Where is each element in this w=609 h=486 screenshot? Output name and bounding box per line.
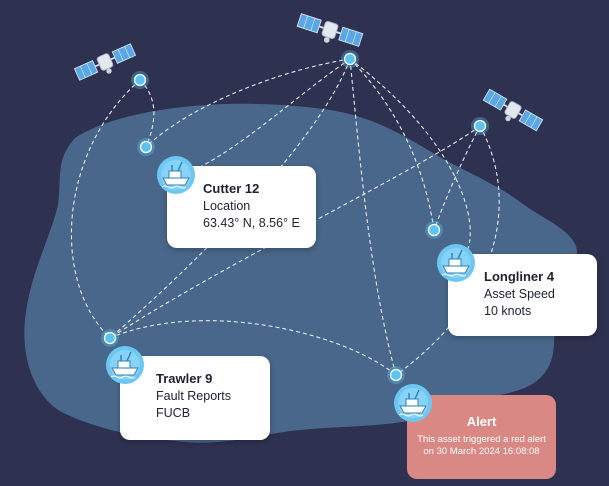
relay-nodes: [101, 50, 489, 384]
relay-node: [471, 117, 489, 135]
asset-name: Cutter 12: [203, 181, 260, 196]
asset-value: FUCB: [156, 406, 191, 420]
asset-value: 10 knots: [484, 304, 532, 318]
relay-node: [137, 138, 155, 156]
alert-message: This asset triggered a red alert on 30 M…: [417, 434, 546, 457]
link-line: [70, 79, 141, 339]
ship-icon: [156, 155, 196, 195]
asset-label: Fault Reports: [156, 389, 232, 403]
link-line: [395, 125, 500, 376]
asset-label: Asset Speed: [484, 287, 555, 301]
link-line: [139, 79, 155, 148]
alert-title: Alert: [466, 414, 497, 429]
relay-node: [101, 329, 119, 347]
asset-name: Longliner 4: [484, 269, 555, 284]
relay-node: [425, 221, 443, 239]
link-line: [349, 58, 435, 231]
link-line: [109, 125, 481, 339]
link-line: [349, 58, 471, 263]
asset-name: Trawler 9: [156, 371, 213, 386]
link-line: [109, 320, 397, 376]
alert-card[interactable]: Alert This asset triggered a red alert o…: [407, 395, 556, 479]
ship-icon: [436, 243, 476, 283]
asset-card-cutter[interactable]: Cutter 12 Location 63.43° N, 8.56° E: [167, 166, 316, 248]
satellite-icon: [294, 11, 365, 54]
ship-icon: [393, 383, 433, 423]
asset-value: 63.43° N, 8.56° E: [203, 216, 300, 230]
satellite-icon: [479, 87, 545, 138]
relay-node: [341, 50, 359, 68]
relay-node: [131, 71, 149, 89]
ship-icon: [105, 345, 145, 385]
link-line: [433, 125, 481, 231]
relay-node: [387, 366, 405, 384]
link-line: [349, 58, 397, 376]
asset-label: Location: [203, 199, 251, 213]
asset-card-trawler[interactable]: Trawler 9 Fault Reports FUCB: [120, 356, 270, 440]
satellite-icon: [73, 42, 139, 87]
